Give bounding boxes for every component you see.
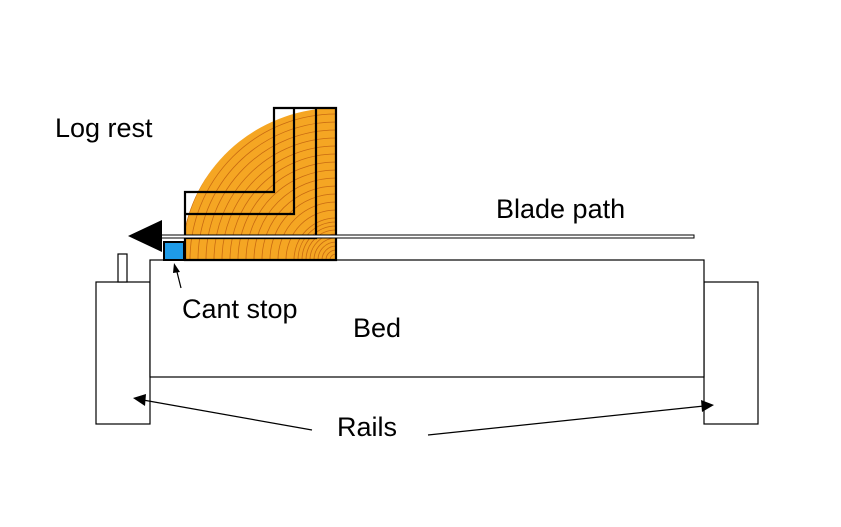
rails-label: Rails bbox=[337, 412, 397, 442]
right-rail bbox=[703, 281, 759, 425]
pointer-arrows bbox=[133, 263, 714, 436]
log-rest-label: Log rest bbox=[55, 113, 153, 143]
cant-stop-label: Cant stop bbox=[182, 294, 298, 324]
blade-path-label: Blade path bbox=[496, 194, 625, 224]
blade-path-line bbox=[149, 234, 695, 239]
blade-direction-arrow bbox=[128, 220, 162, 252]
middle-board bbox=[185, 108, 296, 216]
rail-post bbox=[117, 253, 128, 283]
bed bbox=[149, 259, 705, 378]
bed-label: Bed bbox=[353, 313, 401, 343]
cant-stop bbox=[163, 241, 185, 261]
